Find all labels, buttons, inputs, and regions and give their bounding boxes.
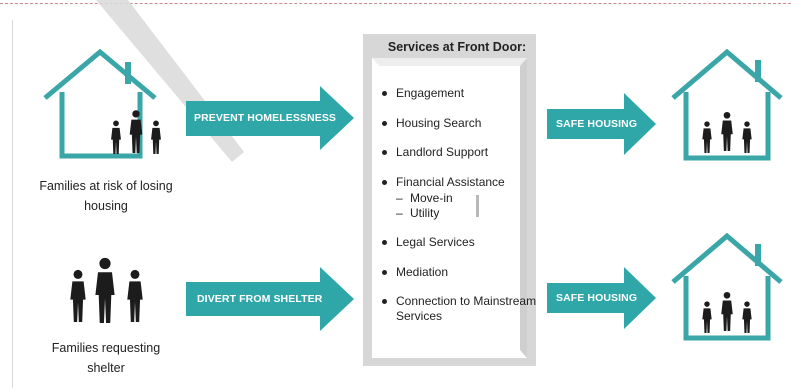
service-item: Landlord Support bbox=[382, 145, 537, 160]
service-item: Mediation bbox=[382, 265, 537, 280]
arrow-icon bbox=[547, 93, 656, 155]
arrow-icon bbox=[186, 86, 354, 150]
sub-item: Move-in bbox=[396, 191, 537, 206]
safe-housing-arrow-label-top: SAFE HOUSING bbox=[556, 118, 638, 130]
family-icon bbox=[111, 110, 161, 154]
service-item-financial: Financial Assistance Move-in Utility bbox=[382, 175, 537, 221]
frame-left-rule bbox=[12, 20, 13, 388]
family-icon bbox=[702, 291, 752, 333]
service-item: Connection to Mainstream Services bbox=[382, 294, 537, 324]
family-icon bbox=[702, 111, 752, 153]
divert-from-shelter-arrow-label: DIVERT FROM SHELTER bbox=[197, 293, 323, 305]
arrow-icon bbox=[186, 267, 354, 331]
service-item: Housing Search bbox=[382, 116, 537, 131]
families-requesting-label: Families requesting shelter bbox=[51, 341, 161, 375]
house-outline-icon bbox=[671, 48, 783, 161]
safe-housing-arrow-label-bottom: SAFE HOUSING bbox=[556, 292, 638, 304]
service-item: Engagement bbox=[382, 86, 537, 101]
sub-item: Utility bbox=[396, 206, 537, 221]
services-title: Services at Front Door: bbox=[387, 40, 527, 54]
house-outline-icon bbox=[671, 232, 783, 341]
service-item-label: Financial Assistance bbox=[396, 174, 505, 189]
service-item: Legal Services bbox=[382, 235, 537, 250]
services-list: Engagement Housing Search Landlord Suppo… bbox=[382, 86, 537, 339]
top-rule bbox=[0, 3, 791, 4]
prevent-homelessness-arrow-label: PREVENT HOMELESSNESS bbox=[194, 112, 337, 124]
arrow-icon bbox=[547, 267, 656, 329]
families-at-risk-label: Families at risk of losing housing bbox=[39, 179, 173, 213]
family-icon bbox=[70, 257, 143, 323]
financial-sub-list: Move-in Utility bbox=[396, 191, 537, 221]
